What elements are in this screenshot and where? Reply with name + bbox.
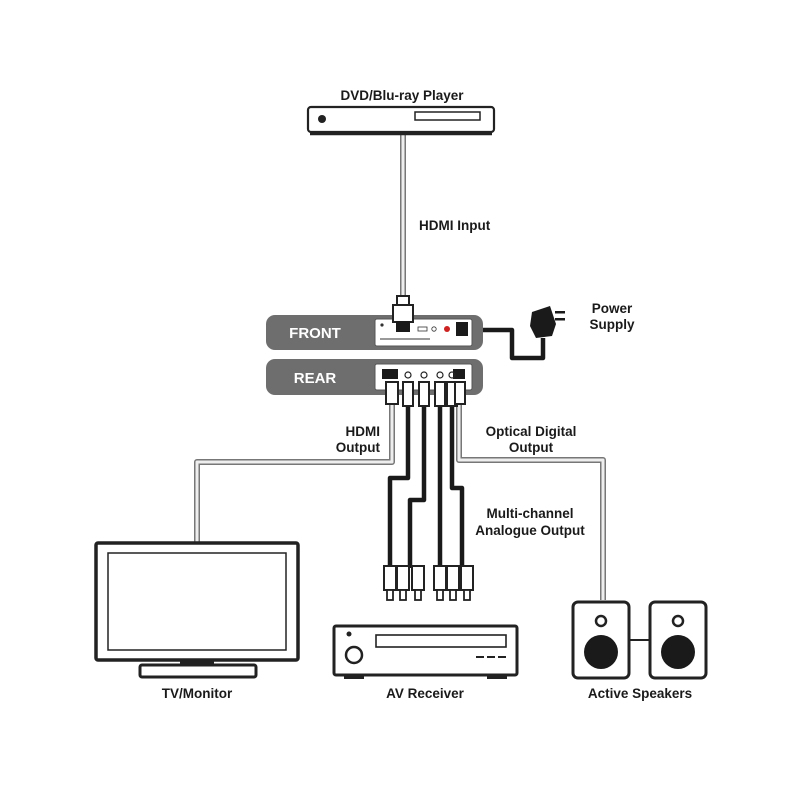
label-tv-monitor: TV/Monitor: [162, 686, 233, 701]
label-dvd-player: DVD/Blu-ray Player: [340, 88, 464, 103]
tv-monitor: [94, 541, 300, 679]
label-multichannel-line1: Multi-channel: [487, 506, 574, 521]
rca-plugs: [383, 565, 474, 601]
label-hdmi-output-line1: HDMI: [346, 424, 381, 439]
label-optical-line2: Output: [509, 440, 554, 455]
label-rear: REAR: [294, 370, 337, 387]
rear-plugs: [385, 381, 466, 407]
hdmi-output-cable: [194, 405, 395, 543]
label-av-receiver: AV Receiver: [386, 686, 465, 701]
label-hdmi-input: HDMI Input: [419, 218, 491, 233]
label-power-line1: Power: [592, 301, 633, 316]
label-optical-line1: Optical Digital: [486, 424, 577, 439]
label-front: FRONT: [289, 325, 341, 342]
label-power-line2: Supply: [589, 317, 634, 332]
label-active-speakers: Active Speakers: [588, 686, 692, 701]
label-multichannel-line2: Analogue Output: [475, 523, 585, 538]
active-speakers: [571, 600, 708, 680]
power-adapter-icon: [530, 306, 565, 338]
speaker-left: [571, 600, 631, 680]
analogue-cables: [387, 405, 465, 568]
hdmi-input-plug: [392, 295, 414, 332]
power-cable: [480, 327, 546, 361]
label-hdmi-output-line2: Output: [336, 440, 381, 455]
av-receiver: [332, 624, 519, 679]
speaker-right: [648, 600, 708, 680]
optical-output-cable: [456, 405, 606, 600]
dvd-player: [306, 105, 496, 136]
